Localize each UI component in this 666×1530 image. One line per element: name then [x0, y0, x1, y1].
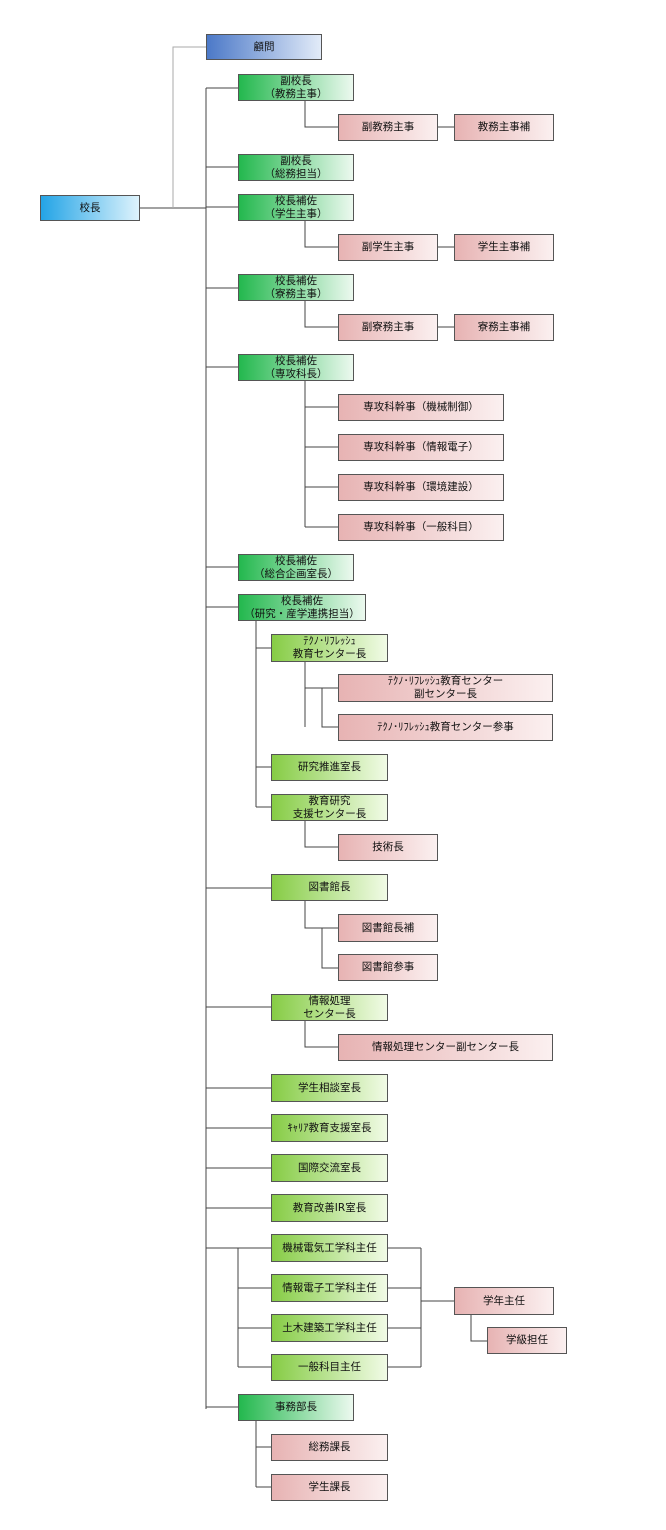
grade-head-box: 学年主任 [454, 1287, 554, 1315]
homeroom-teacher-box: 学級担任 [487, 1327, 567, 1354]
advanced-course-secretary-environment-box: 専攻科幹事（環境建設） [338, 474, 504, 501]
advanced-course-secretary-mechanical-box: 専攻科幹事（機械制御） [338, 394, 504, 421]
mechanical-electrical-dept-head-box: 機械電気工学科主任 [271, 1234, 388, 1262]
advanced-course-secretary-general-box: 専攻科幹事（一般科目） [338, 514, 504, 541]
career-education-office-head-box: ｷｬﾘｱ教育支援室長 [271, 1114, 388, 1142]
education-research-support-center-head-box: 教育研究 支援センター長 [271, 794, 388, 821]
advanced-course-secretary-information-box: 専攻科幹事（情報電子） [338, 434, 504, 461]
chief-technician-box: 技術長 [338, 834, 438, 861]
deputy-student-affairs-box: 副学生主事 [338, 234, 438, 261]
principal-box: 校長 [40, 195, 140, 221]
deputy-academic-affairs-box: 副教務主事 [338, 114, 438, 141]
assistant-principal-student-affairs-box: 校長補佐 （学生主事） [238, 194, 354, 221]
library-director-box: 図書館長 [271, 874, 388, 901]
advisor-box: 顧問 [206, 34, 322, 60]
assistant-principal-dormitory-box: 校長補佐 （寮務主事） [238, 274, 354, 301]
education-improvement-ir-office-head-box: 教育改善IR室長 [271, 1194, 388, 1222]
deputy-dormitory-affairs-box: 副寮務主事 [338, 314, 438, 341]
library-counselor-box: 図書館参事 [338, 954, 438, 981]
info-processing-center-head-box: 情報処理 センター長 [271, 994, 388, 1021]
general-affairs-section-chief-box: 総務課長 [271, 1434, 388, 1461]
student-section-chief-box: 学生課長 [271, 1474, 388, 1501]
assistant-principal-advanced-course-box: 校長補佐 （専攻科長） [238, 354, 354, 381]
techno-refresh-center-head-box: ﾃｸﾉ･ﾘﾌﾚｯｼｭ 教育センター長 [271, 634, 388, 662]
academic-affairs-assistant-box: 教務主事補 [454, 114, 554, 141]
library-assistant-director-box: 図書館長補 [338, 914, 438, 942]
info-processing-vice-head-box: 情報処理センター副センター長 [338, 1034, 553, 1061]
vice-principal-academic-box: 副校長 （教務主事） [238, 74, 354, 101]
general-subjects-head-box: 一般科目主任 [271, 1354, 388, 1381]
vice-principal-general-box: 副校長 （総務担当） [238, 154, 354, 181]
dormitory-affairs-assistant-box: 寮務主事補 [454, 314, 554, 341]
assistant-principal-planning-box: 校長補佐 （総合企画室長） [238, 554, 354, 581]
student-affairs-assistant-box: 学生主事補 [454, 234, 554, 261]
assistant-principal-research-box: 校長補佐 （研究・産学連携担当） [238, 594, 366, 621]
administration-director-box: 事務部長 [238, 1394, 354, 1421]
civil-architecture-dept-head-box: 土木建築工学科主任 [271, 1314, 388, 1342]
international-exchange-office-head-box: 国際交流室長 [271, 1154, 388, 1182]
research-promotion-office-head-box: 研究推進室長 [271, 754, 388, 781]
student-counseling-office-head-box: 学生相談室長 [271, 1074, 388, 1102]
information-electronics-dept-head-box: 情報電子工学科主任 [271, 1274, 388, 1302]
techno-refresh-counselor-box: ﾃｸﾉ･ﾘﾌﾚｯｼｭ教育センター参事 [338, 714, 553, 741]
techno-refresh-vice-head-box: ﾃｸﾉ･ﾘﾌﾚｯｼｭ教育センター 副センター長 [338, 674, 553, 702]
